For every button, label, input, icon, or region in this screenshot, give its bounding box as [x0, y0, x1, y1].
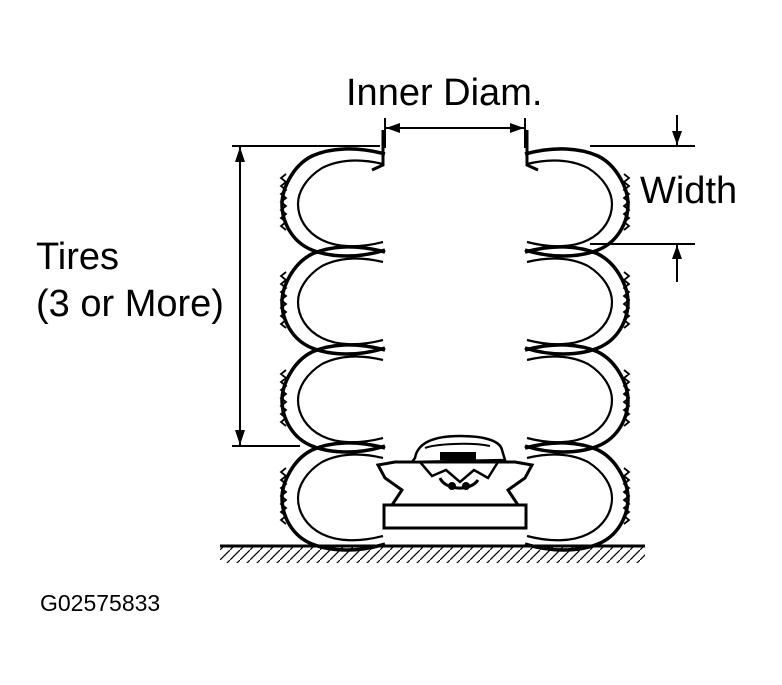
- top-bead-right: [525, 130, 539, 172]
- tires-height-dimension: [232, 145, 380, 447]
- tire-2: [279, 245, 631, 356]
- tires-count-label: (3 or More): [36, 283, 224, 325]
- tire-1: [279, 147, 631, 258]
- width-dimension: [590, 115, 695, 282]
- wheel-hub-icon: [375, 434, 535, 530]
- inner-diam-label: Inner Diam.: [346, 72, 543, 114]
- inner-diam-dimension: [384, 118, 526, 148]
- width-label: Width: [640, 170, 738, 212]
- ground-hatching: [220, 544, 645, 563]
- top-bead-left: [371, 130, 385, 172]
- tires-label: Tires: [36, 236, 120, 278]
- figure-code: G02575833: [40, 590, 161, 616]
